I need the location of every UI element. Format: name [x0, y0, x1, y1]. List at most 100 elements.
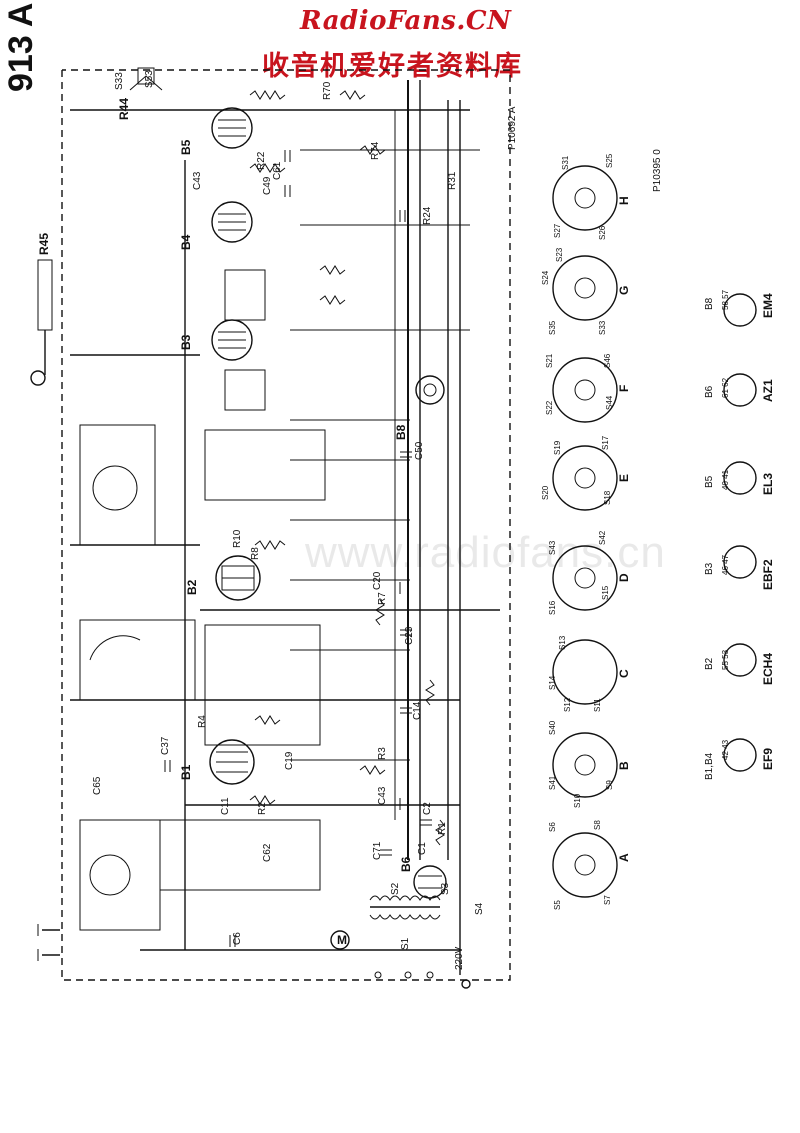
tube-base: B8 EM4 58 57	[704, 289, 775, 327]
chassis-outline	[61, 69, 511, 981]
socket-letter: D	[617, 573, 631, 582]
socket-letter: A	[617, 853, 631, 862]
mains-section	[330, 860, 471, 989]
tube-b3	[211, 319, 253, 361]
svg-text:S44: S44	[605, 395, 614, 410]
tube-b8	[415, 375, 445, 405]
svg-text:S8: S8	[593, 820, 602, 830]
socket-view: A S6 S8 S5 S7	[548, 820, 631, 910]
svg-text:R1: R1	[437, 822, 448, 835]
site-title-cn: 收音机爱好者资料库	[262, 51, 523, 82]
svg-text:C49: C49	[262, 176, 273, 195]
svg-text:C65: C65	[92, 776, 103, 795]
schematic-number: P10692 A	[507, 106, 518, 150]
svg-text:EM4: EM4	[761, 293, 775, 318]
svg-text:C2: C2	[422, 802, 433, 815]
component-labels: R45 R44 S33 R70 R74 R22 C61 C43 C49 R31 …	[37, 70, 485, 950]
socket-view: E S19 S20 S17 S18	[541, 435, 631, 511]
svg-text:R4: R4	[197, 715, 208, 728]
tube-base: B3 EBF2 46 47	[704, 545, 775, 590]
bus-lines	[70, 80, 500, 951]
tube-base: B6 AZ1 61 62	[704, 373, 775, 407]
svg-text:B1: B1	[179, 764, 193, 780]
svg-text:C61: C61	[272, 161, 283, 180]
svg-text:M: M	[337, 933, 347, 947]
svg-text:B4: B4	[179, 234, 193, 250]
svg-text:42 43: 42 43	[721, 739, 730, 760]
svg-text:46 47: 46 47	[721, 554, 730, 575]
site-title: RadioFans.CN	[300, 6, 512, 36]
svg-text:AZ1: AZ1	[761, 379, 775, 402]
svg-text:R74: R74	[370, 141, 381, 160]
svg-text:S7: S7	[603, 895, 612, 905]
svg-text:S15: S15	[601, 585, 610, 600]
svg-text:R31: R31	[447, 171, 458, 190]
svg-text:C14: C14	[412, 701, 423, 720]
svg-text:B6: B6	[399, 856, 413, 872]
svg-text:S27: S27	[553, 223, 562, 238]
svg-text:R3: R3	[377, 747, 388, 760]
svg-text:S11: S11	[593, 698, 602, 712]
svg-text:S20: S20	[541, 485, 550, 500]
mains-voltage: 220V	[454, 946, 465, 970]
svg-text:C71: C71	[372, 841, 383, 860]
svg-text:R7: R7	[377, 592, 388, 605]
output-jack	[129, 67, 163, 91]
svg-text:EF9: EF9	[761, 748, 775, 770]
svg-text:S4: S4	[474, 902, 485, 915]
svg-text:S23: S23	[555, 247, 564, 262]
socket-view: B S40 S41 S10 S9	[548, 720, 631, 808]
svg-text:C6: C6	[232, 932, 243, 945]
tube-base: B2 ECH4 55 53	[704, 643, 775, 685]
tube-b6	[413, 865, 447, 899]
svg-text:S41: S41	[548, 775, 557, 790]
volume-pot	[30, 259, 53, 386]
svg-text:S19: S19	[553, 440, 562, 455]
svg-text:B5: B5	[179, 139, 193, 155]
socket-view: C S13 S14 S12 S11	[548, 635, 631, 712]
svg-text:S43: S43	[548, 540, 557, 555]
svg-text:C11: C11	[220, 797, 231, 815]
svg-text:B3: B3	[179, 334, 193, 350]
tube-labels: B5 B4 B3 B2 B1 B8 B6	[179, 139, 413, 872]
capacitors	[164, 150, 432, 947]
svg-text:S24: S24	[541, 270, 550, 285]
svg-text:B1,B4: B1,B4	[704, 752, 715, 780]
socket-view: D S43 S42 S15 S16	[548, 530, 631, 615]
svg-text:S33: S33	[598, 320, 607, 335]
svg-text:R70: R70	[322, 81, 333, 100]
socket-view: G S23 S24 S35 S33	[541, 247, 631, 335]
svg-text:C43: C43	[377, 786, 388, 805]
svg-text:S18: S18	[603, 490, 612, 505]
svg-text:R8: R8	[250, 547, 261, 560]
svg-text:58 57: 58 57	[721, 289, 730, 310]
socket-letter: E	[617, 474, 631, 482]
tube-base: B5 EL3 40 41	[704, 461, 775, 495]
resistors	[249, 90, 445, 846]
svg-text:S9: S9	[605, 780, 614, 790]
socket-letter: F	[617, 385, 631, 392]
coils	[159, 269, 441, 920]
svg-text:R10: R10	[232, 529, 243, 548]
svg-text:S2: S2	[390, 882, 401, 895]
svg-text:EBF2: EBF2	[761, 559, 775, 590]
svg-text:C19: C19	[284, 751, 295, 770]
svg-text:S3: S3	[440, 882, 451, 895]
svg-text:B3: B3	[704, 562, 715, 575]
svg-text:B8: B8	[704, 297, 715, 310]
svg-text:R22: R22	[256, 151, 267, 170]
socket-view: F S21 S22 S46 S44	[545, 353, 631, 423]
socket-sheet-number: P10395 0	[652, 149, 663, 192]
svg-text:S33: S33	[114, 72, 125, 90]
tube-b5	[211, 107, 253, 149]
svg-text:40 41: 40 41	[721, 469, 730, 490]
svg-text:R2: R2	[257, 802, 268, 815]
svg-text:C50: C50	[414, 441, 425, 460]
tube-b2	[215, 555, 261, 601]
svg-text:S10: S10	[573, 793, 582, 808]
svg-text:C37: C37	[160, 736, 171, 755]
svg-text:C43: C43	[192, 171, 203, 190]
svg-text:S5: S5	[553, 900, 562, 910]
svg-text:S53: S53	[144, 70, 155, 88]
tube-b4	[211, 201, 253, 243]
